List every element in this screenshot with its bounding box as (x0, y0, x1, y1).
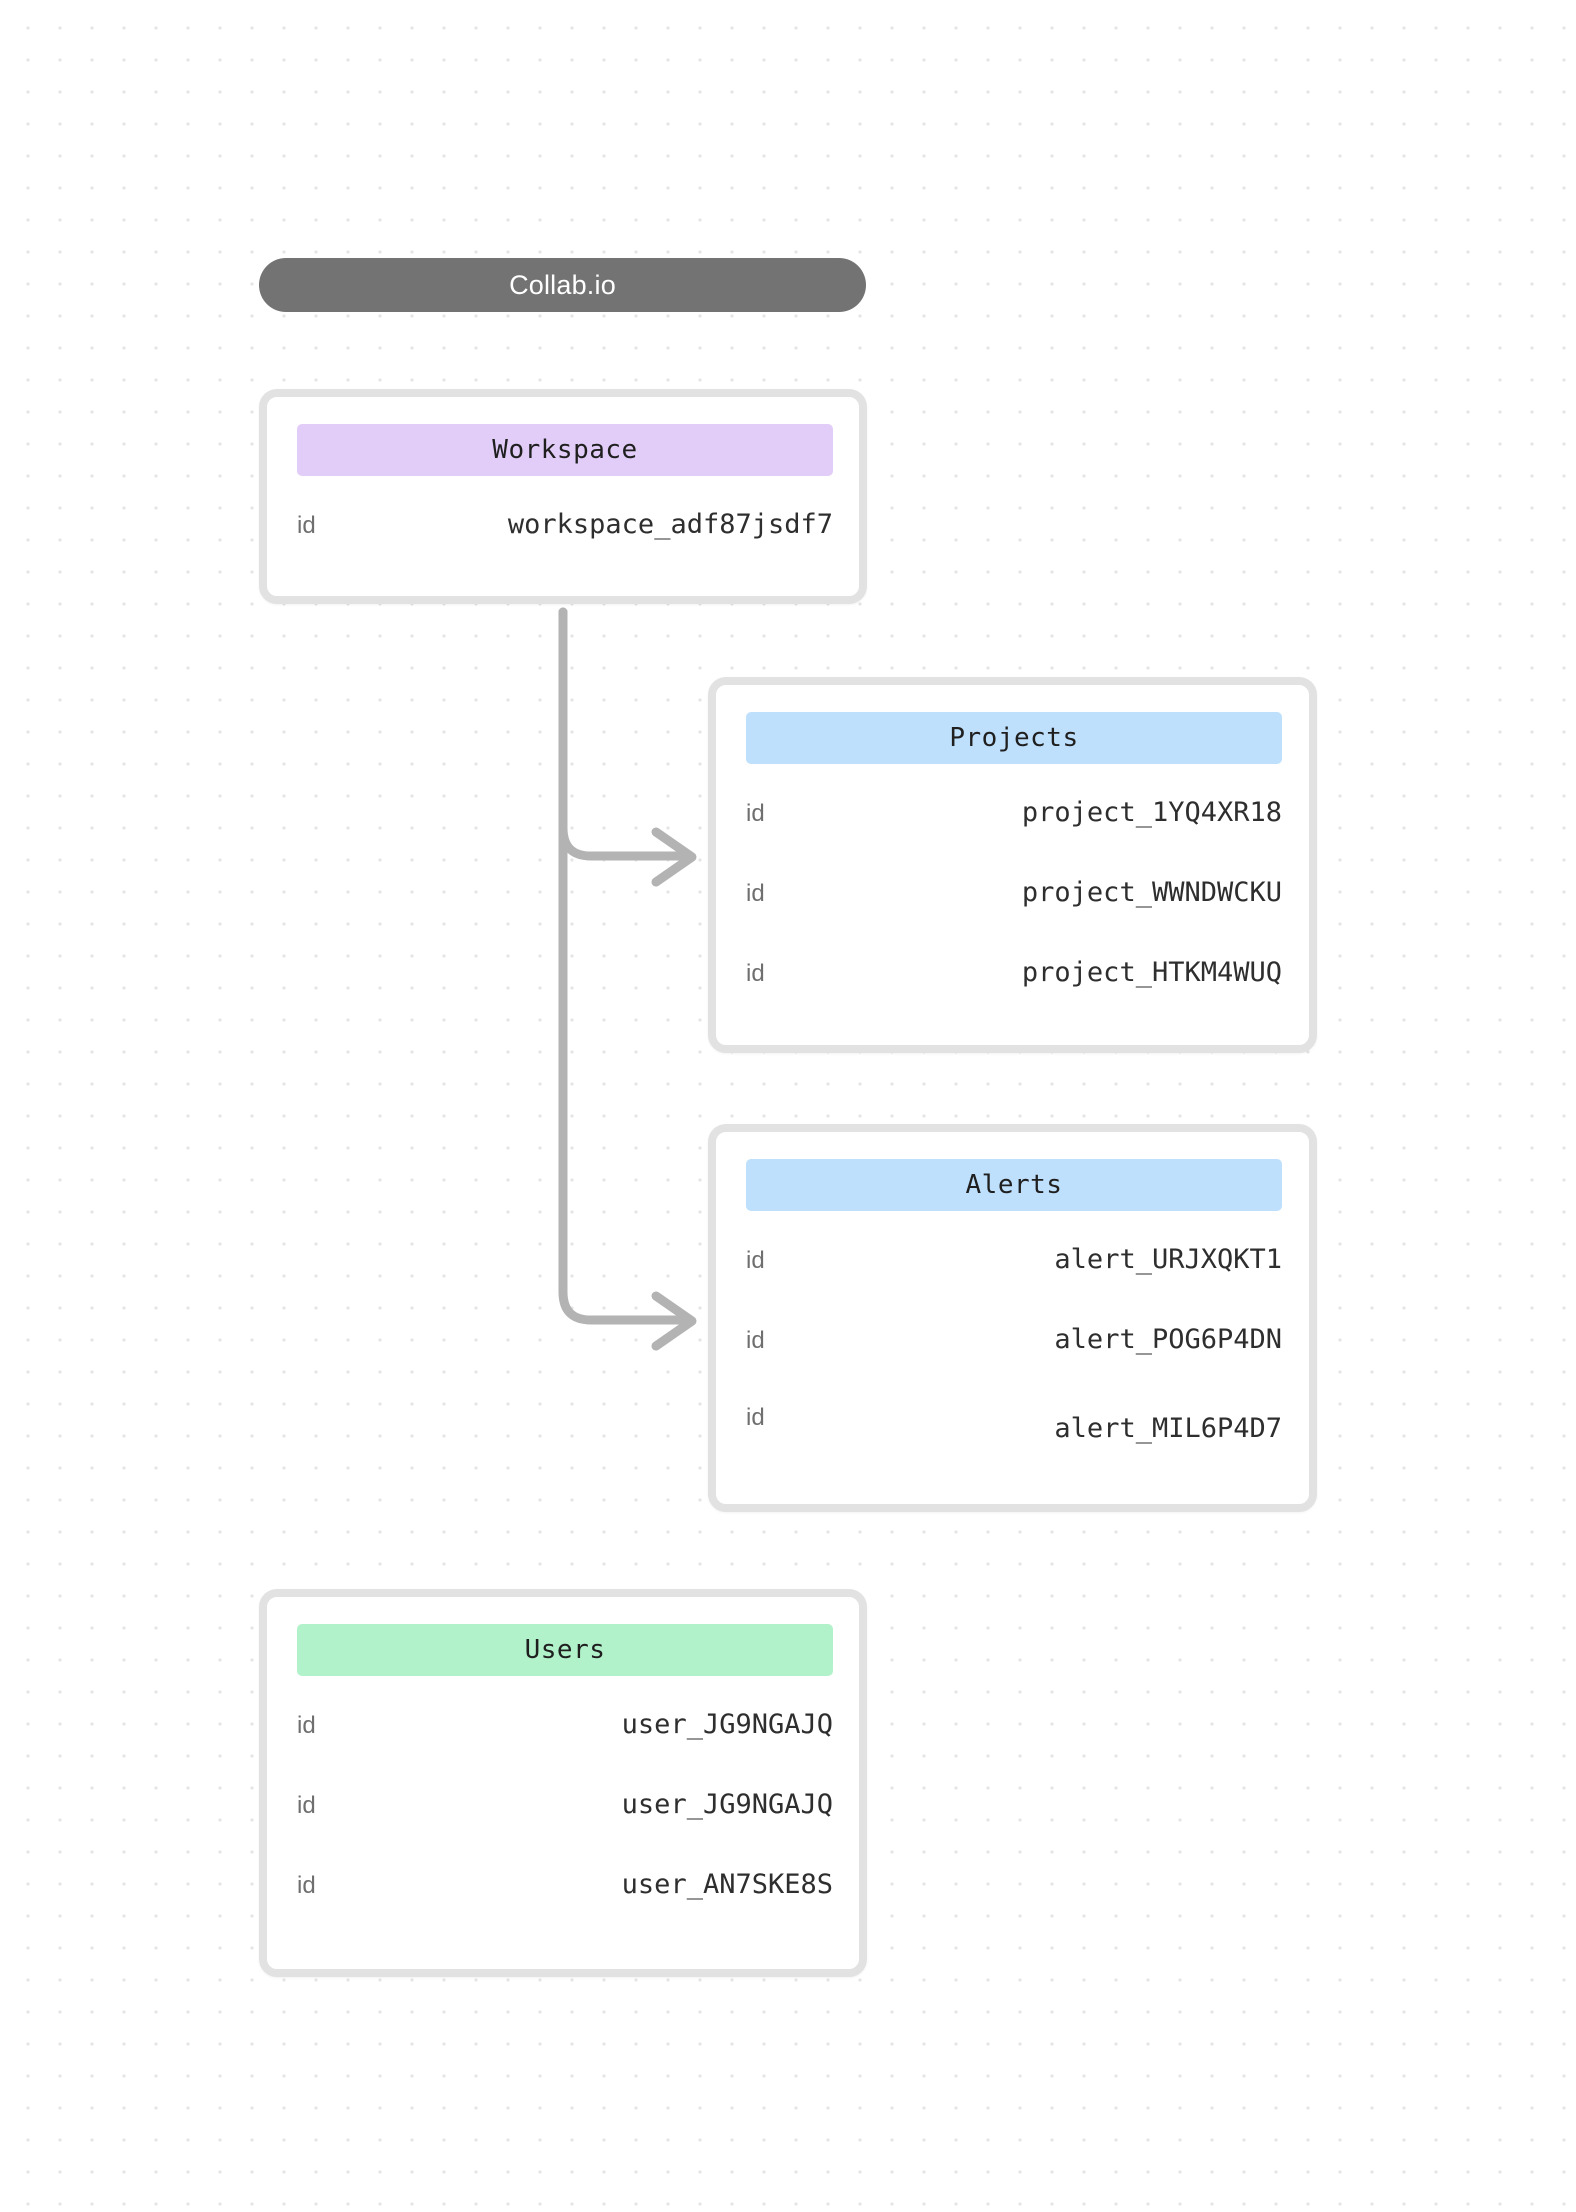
field-key: id (297, 1792, 316, 1819)
entity-header-alerts: Alerts (746, 1159, 1282, 1211)
field-value: user_JG9NGAJQ (621, 1709, 833, 1740)
entity-row: id project_HTKM4WUQ (746, 957, 1282, 988)
entity-title-workspace: Workspace (492, 435, 638, 465)
entity-row: id user_AN7SKE8S (297, 1869, 833, 1900)
field-key: id (297, 1872, 316, 1899)
entity-row: id user_JG9NGAJQ (297, 1709, 833, 1740)
entity-row: id project_1YQ4XR18 (746, 797, 1282, 828)
field-value: user_AN7SKE8S (621, 1869, 833, 1900)
entity-header-projects: Projects (746, 712, 1282, 764)
edge-arrowhead-alerts (651, 1291, 697, 1351)
field-key: id (297, 1712, 316, 1739)
entity-title-alerts: Alerts (965, 1170, 1063, 1200)
field-value: alert_MIL6P4D7 (1054, 1413, 1282, 1444)
entity-card-workspace[interactable]: Workspace id workspace_adf87jsdf7 (259, 389, 867, 604)
entity-row: id workspace_adf87jsdf7 (297, 509, 833, 540)
entity-row: id alert_POG6P4DN (746, 1324, 1282, 1355)
field-value: alert_POG6P4DN (1054, 1324, 1282, 1355)
field-value: project_WWNDWCKU (1021, 877, 1282, 908)
edge-workspace-to-alerts (558, 607, 685, 1325)
entity-card-alerts[interactable]: Alerts id alert_URJXQKT1 id alert_POG6P4… (708, 1124, 1317, 1512)
entity-header-users: Users (297, 1624, 833, 1676)
field-key: id (746, 1327, 765, 1354)
diagram-title-text: Collab.io (509, 269, 616, 300)
entity-row: id project_WWNDWCKU (746, 877, 1282, 908)
edge-arrowhead-projects (651, 827, 697, 887)
field-value: workspace_adf87jsdf7 (507, 509, 833, 540)
field-key: id (746, 800, 765, 827)
field-key: id (297, 512, 316, 539)
entity-card-users[interactable]: Users id user_JG9NGAJQ id user_JG9NGAJQ … (259, 1589, 867, 1977)
entity-row: id alert_URJXQKT1 (746, 1244, 1282, 1275)
field-value: project_HTKM4WUQ (1021, 957, 1282, 988)
diagram-title-pill[interactable]: Collab.io (259, 258, 866, 312)
edge-workspace-to-projects (558, 607, 685, 861)
field-value: alert_URJXQKT1 (1054, 1244, 1282, 1275)
field-key: id (746, 880, 765, 907)
field-value: project_1YQ4XR18 (1021, 797, 1282, 828)
field-key: id (746, 1404, 765, 1431)
entity-header-workspace: Workspace (297, 424, 833, 476)
field-value: user_JG9NGAJQ (621, 1789, 833, 1820)
entity-title-projects: Projects (949, 723, 1079, 753)
entity-row: id user_JG9NGAJQ (297, 1789, 833, 1820)
field-key: id (746, 1247, 765, 1274)
entity-title-users: Users (524, 1635, 606, 1665)
field-key: id (746, 960, 765, 987)
entity-row: id alert_MIL6P4D7 (746, 1404, 1282, 1444)
entity-card-projects[interactable]: Projects id project_1YQ4XR18 id project_… (708, 677, 1317, 1053)
